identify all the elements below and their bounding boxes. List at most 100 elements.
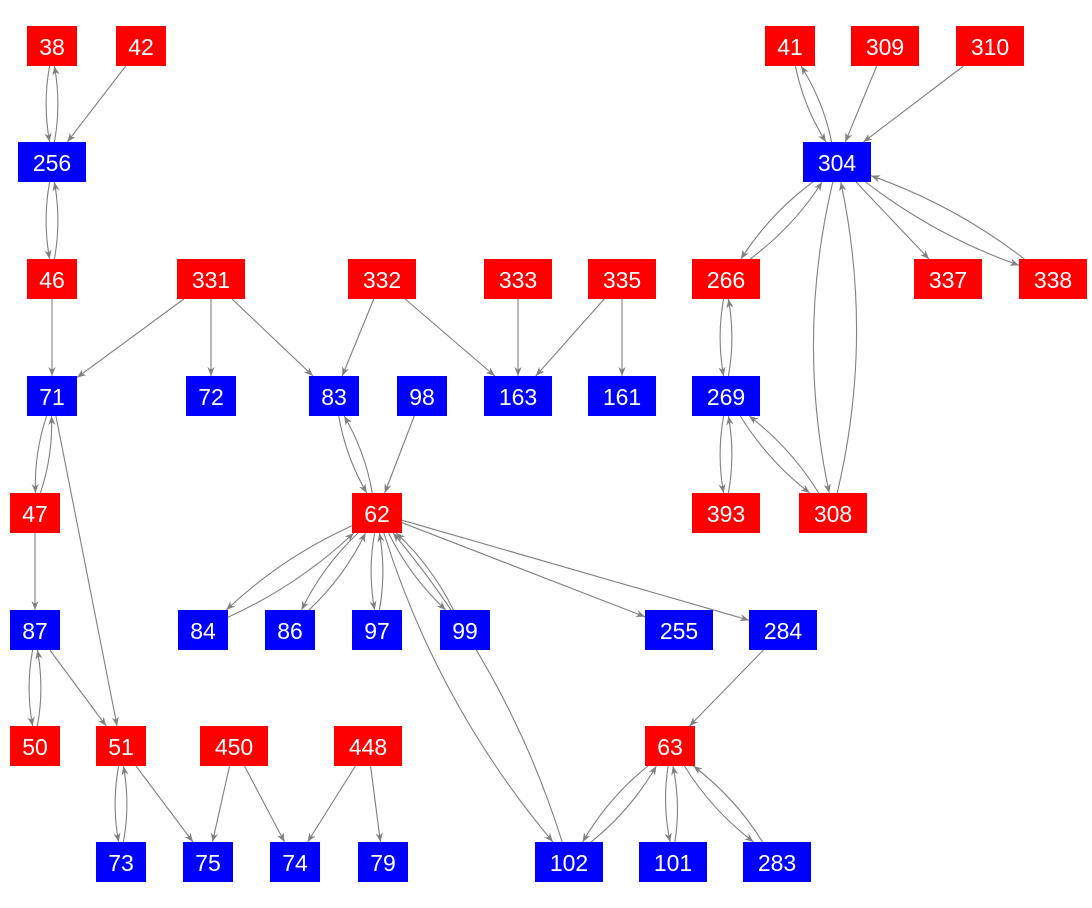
edge-99-to-62 [395,532,454,611]
node-box [803,142,871,182]
node-label: 46 [39,267,65,293]
edge-304-to-41 [800,65,833,143]
node-box [10,493,60,533]
node-label: 38 [39,34,65,60]
node-label: 304 [818,150,857,176]
node-46[interactable]: 46 [27,259,77,299]
node-box [484,259,552,299]
edge-50-to-87 [35,649,43,727]
node-309[interactable]: 309 [851,26,919,66]
node-101[interactable]: 101 [639,842,707,882]
node-box [535,842,603,882]
node-label: 256 [33,150,71,176]
node-71[interactable]: 71 [27,376,77,416]
node-450[interactable]: 450 [200,726,268,766]
node-box [96,842,146,882]
node-label: 255 [660,618,698,644]
node-47[interactable]: 47 [10,493,60,533]
edge-308-to-304 [836,181,858,494]
node-42[interactable]: 42 [116,26,166,66]
node-333[interactable]: 333 [484,259,552,299]
node-269[interactable]: 269 [692,376,760,416]
node-255[interactable]: 255 [645,610,713,650]
node-161[interactable]: 161 [588,376,656,416]
node-box [27,26,77,66]
node-266[interactable]: 266 [692,259,760,299]
node-box [692,259,760,299]
node-84[interactable]: 84 [178,610,228,650]
node-332[interactable]: 332 [348,259,416,299]
node-72[interactable]: 72 [186,376,236,416]
node-337[interactable]: 337 [914,259,982,299]
edge-86-to-62 [308,532,366,611]
node-box [270,842,320,882]
node-338[interactable]: 338 [1019,259,1087,299]
node-41[interactable]: 41 [765,26,815,66]
node-335[interactable]: 335 [588,259,656,299]
node-163[interactable]: 163 [484,376,552,416]
node-box [10,726,60,766]
nodes-layer: 38 42 41 309 310 256 304 46 331 332 333 335 266 337 33… [10,26,1087,882]
node-box [177,259,245,299]
node-256[interactable]: 256 [18,142,86,182]
node-310[interactable]: 310 [956,26,1024,66]
node-box [27,376,77,416]
node-label: 74 [282,850,308,876]
node-73[interactable]: 73 [96,842,146,882]
node-83[interactable]: 83 [309,376,359,416]
node-38[interactable]: 38 [27,26,77,66]
edge-62-to-255 [401,522,646,618]
edge-73-to-51 [121,765,129,843]
node-74[interactable]: 74 [270,842,320,882]
edge-87-to-50 [27,649,35,727]
node-label: 99 [452,618,478,644]
node-62[interactable]: 62 [352,493,402,533]
node-label: 62 [364,501,390,527]
node-304[interactable]: 304 [803,142,871,182]
node-box [645,610,713,650]
node-283[interactable]: 283 [743,842,811,882]
node-63[interactable]: 63 [645,726,695,766]
node-box [749,610,817,650]
node-box [334,726,402,766]
node-label: 269 [707,384,745,410]
node-box [178,610,228,650]
node-box [265,610,315,650]
edge-331-to-83 [231,298,314,377]
edge-308-to-269 [748,415,820,494]
edge-62-to-86 [301,532,359,611]
node-79[interactable]: 79 [358,842,408,882]
node-102[interactable]: 102 [535,842,603,882]
node-87[interactable]: 87 [10,610,60,650]
node-99[interactable]: 99 [440,610,490,650]
edge-98-to-62 [384,415,415,494]
node-50[interactable]: 50 [10,726,60,766]
node-box [639,842,707,882]
node-box [743,842,811,882]
node-51[interactable]: 51 [96,726,146,766]
node-331[interactable]: 331 [177,259,245,299]
node-box [96,726,146,766]
node-label: 310 [971,34,1009,60]
node-label: 42 [128,34,154,60]
edge-102-to-63 [590,765,657,843]
edge-51-to-75 [135,765,194,843]
edge-331-to-71 [76,298,185,379]
node-label: 63 [657,734,683,760]
node-98[interactable]: 98 [397,376,447,416]
node-label: 98 [409,384,435,410]
edge-256-to-46 [44,181,52,260]
edge-46-to-256 [52,181,60,260]
edge-284-to-63 [689,649,764,727]
node-393[interactable]: 393 [692,493,760,533]
edges-layer [27,65,1025,843]
node-284[interactable]: 284 [749,610,817,650]
node-308[interactable]: 308 [799,493,867,533]
node-86[interactable]: 86 [265,610,315,650]
edge-269-to-266 [726,298,734,377]
edge-71-to-51 [55,415,119,727]
node-448[interactable]: 448 [334,726,402,766]
node-75[interactable]: 75 [183,842,233,882]
node-97[interactable]: 97 [352,610,402,650]
edge-62-to-83 [343,415,373,494]
